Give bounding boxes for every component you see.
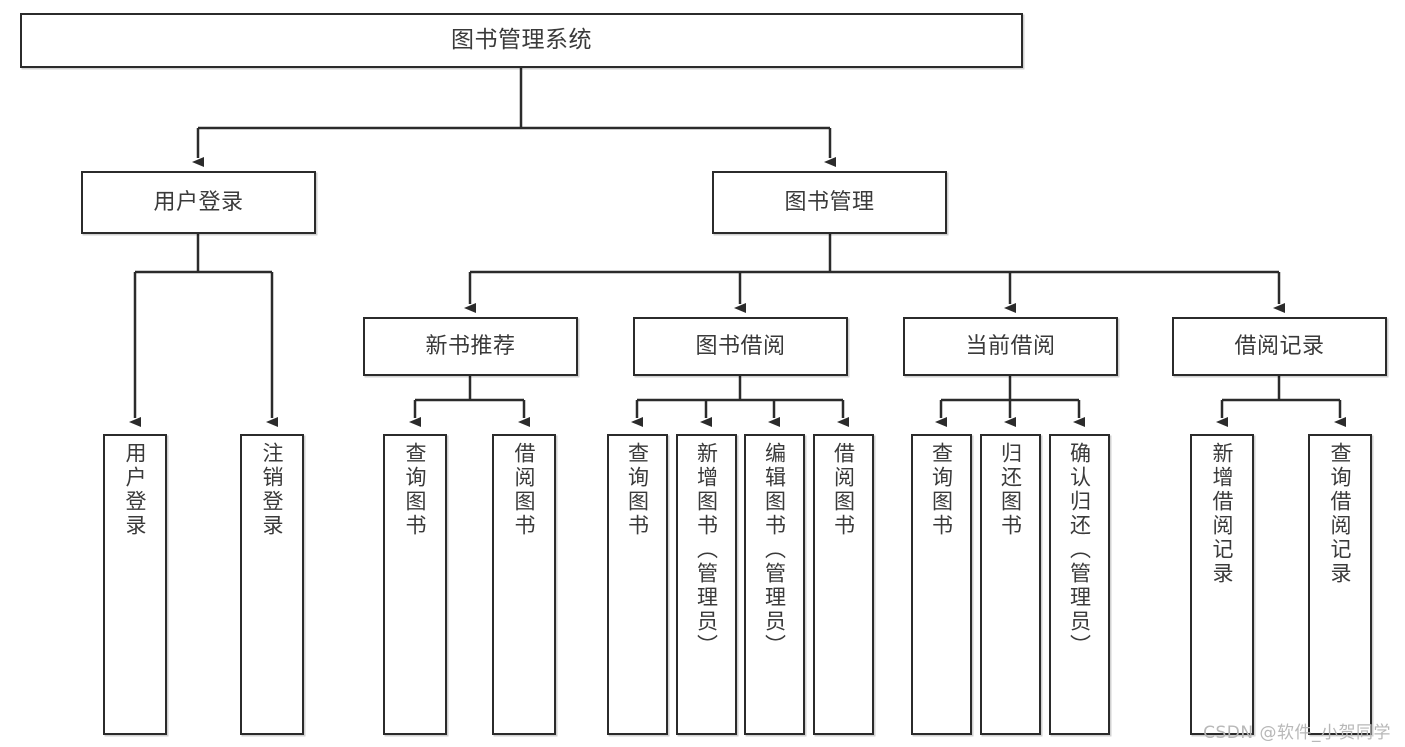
node-leaf-query-book-3[interactable]: 查询图书 bbox=[911, 434, 972, 735]
node-leaf-confirm-return-label: 确认归还（管理员） bbox=[1067, 442, 1092, 658]
node-leaf-query-book-2[interactable]: 查询图书 bbox=[607, 434, 668, 735]
node-leaf-query-book-1[interactable]: 查询图书 bbox=[383, 434, 447, 735]
node-user-login-label: 用户登录 bbox=[153, 189, 244, 215]
node-borrow-record-label: 借阅记录 bbox=[1234, 333, 1325, 359]
node-leaf-edit-book[interactable]: 编辑图书（管理员） bbox=[744, 434, 805, 735]
node-leaf-logout[interactable]: 注销登录 bbox=[240, 434, 304, 735]
node-leaf-query-record[interactable]: 查询借阅记录 bbox=[1308, 434, 1372, 735]
node-book-borrow[interactable]: 图书借阅 bbox=[633, 317, 848, 376]
node-leaf-borrow-book-2-label: 借阅图书 bbox=[831, 442, 856, 538]
node-user-login[interactable]: 用户登录 bbox=[81, 171, 316, 234]
node-new-book-rec[interactable]: 新书推荐 bbox=[363, 317, 578, 376]
node-current-borrow-label: 当前借阅 bbox=[965, 333, 1056, 359]
node-leaf-query-book-1-label: 查询图书 bbox=[403, 442, 428, 538]
node-leaf-add-book[interactable]: 新增图书（管理员） bbox=[676, 434, 737, 735]
node-new-book-rec-label: 新书推荐 bbox=[425, 333, 516, 359]
node-leaf-confirm-return[interactable]: 确认归还（管理员） bbox=[1049, 434, 1110, 735]
node-leaf-return-book-label: 归还图书 bbox=[998, 442, 1023, 538]
node-leaf-add-record[interactable]: 新增借阅记录 bbox=[1190, 434, 1254, 735]
node-leaf-query-record-label: 查询借阅记录 bbox=[1328, 442, 1353, 586]
node-book-manage-label: 图书管理 bbox=[784, 189, 875, 215]
node-root-label: 图书管理系统 bbox=[451, 26, 592, 53]
node-leaf-borrow-book-2[interactable]: 借阅图书 bbox=[813, 434, 874, 735]
node-leaf-add-record-label: 新增借阅记录 bbox=[1210, 442, 1235, 586]
node-leaf-user-login-label: 用户登录 bbox=[123, 442, 148, 538]
node-book-manage[interactable]: 图书管理 bbox=[712, 171, 947, 234]
node-leaf-add-book-label: 新增图书（管理员） bbox=[694, 442, 719, 658]
node-leaf-query-book-3-label: 查询图书 bbox=[929, 442, 954, 538]
node-book-borrow-label: 图书借阅 bbox=[695, 333, 786, 359]
node-leaf-borrow-book-1-label: 借阅图书 bbox=[512, 442, 537, 538]
node-leaf-user-login[interactable]: 用户登录 bbox=[103, 434, 167, 735]
node-leaf-edit-book-label: 编辑图书（管理员） bbox=[762, 442, 787, 658]
node-leaf-return-book[interactable]: 归还图书 bbox=[980, 434, 1041, 735]
node-current-borrow[interactable]: 当前借阅 bbox=[903, 317, 1118, 376]
node-leaf-query-book-2-label: 查询图书 bbox=[625, 442, 650, 538]
node-leaf-borrow-book-1[interactable]: 借阅图书 bbox=[492, 434, 556, 735]
node-leaf-logout-label: 注销登录 bbox=[260, 442, 285, 538]
node-root[interactable]: 图书管理系统 bbox=[20, 13, 1023, 68]
node-borrow-record[interactable]: 借阅记录 bbox=[1172, 317, 1387, 376]
